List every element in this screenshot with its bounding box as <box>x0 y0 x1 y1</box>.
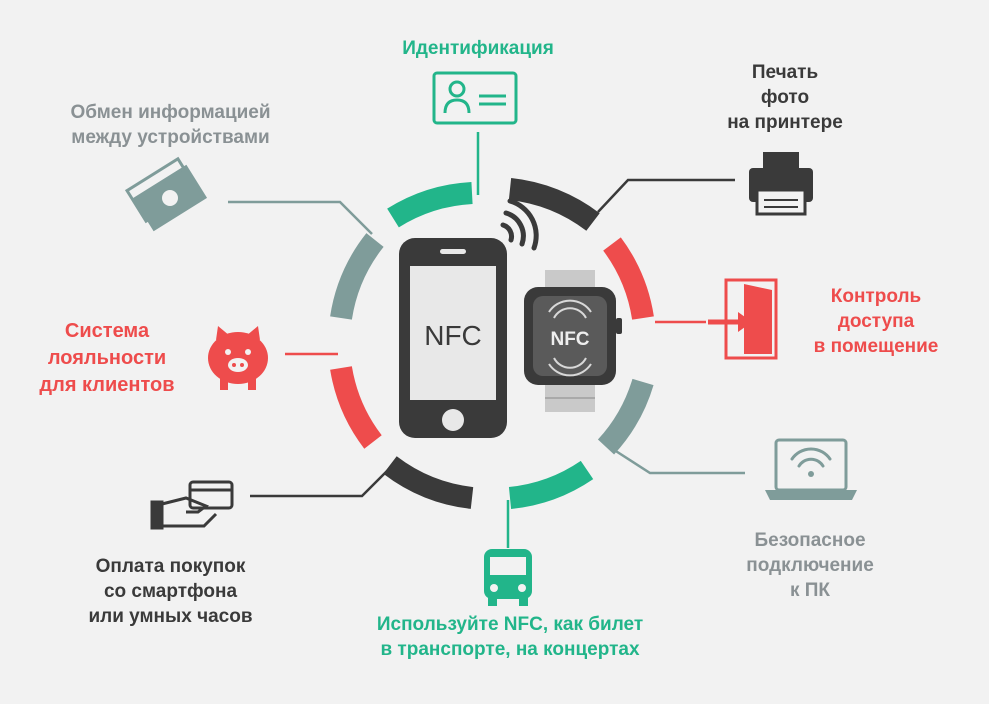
label-access-control: Контроль доступа в помещение <box>813 286 939 357</box>
piggy-bank-icon <box>208 326 268 390</box>
id-card-icon <box>432 71 518 125</box>
watch-nfc-label: NFC <box>550 329 589 350</box>
central-ring <box>330 178 654 509</box>
connector-payment <box>250 465 393 498</box>
ring-segment-red-right <box>603 237 654 320</box>
access-door-icon <box>708 278 778 360</box>
phone-nfc-label: NFC <box>424 320 482 351</box>
ring-segment-dark-bottom-left <box>383 456 474 509</box>
label-secure-pc: Безопасное подключение к ПК <box>746 530 874 601</box>
laptop-wifi-icon <box>765 438 857 500</box>
label-identification: Идентификация <box>402 38 554 59</box>
label-info-exchange: Обмен информацией между устройствами <box>70 102 271 148</box>
ring-segment-dark-top-right <box>508 178 600 231</box>
label-loyalty: Система лояльности для клиентов <box>39 320 175 396</box>
printer-icon <box>749 152 813 216</box>
ring-segment-grey-right <box>597 378 654 455</box>
label-payment: Оплата покупок со смартфона или умных ча… <box>88 556 253 627</box>
ring-segment-grey-left <box>330 233 384 320</box>
label-photo-print: Печать фото на принтере <box>727 62 843 133</box>
money-exchange-icon <box>124 156 208 232</box>
nfc-waves-icon <box>500 198 539 251</box>
connector-info-exchange <box>228 200 373 235</box>
smartphone-icon: NFC <box>399 238 507 438</box>
hand-card-icon <box>150 480 234 530</box>
connector-secure-pc <box>607 444 745 475</box>
ring-segment-green-top <box>387 182 473 228</box>
ring-segment-red-left <box>330 365 382 449</box>
smartwatch-icon: NFC <box>524 270 622 412</box>
bus-icon <box>484 549 532 606</box>
label-transport: Используйте NFC, как билет в транспорте,… <box>376 614 644 660</box>
connector-lines <box>228 132 745 548</box>
ring-segment-green-bottom <box>508 460 594 509</box>
connector-printer <box>597 178 735 213</box>
